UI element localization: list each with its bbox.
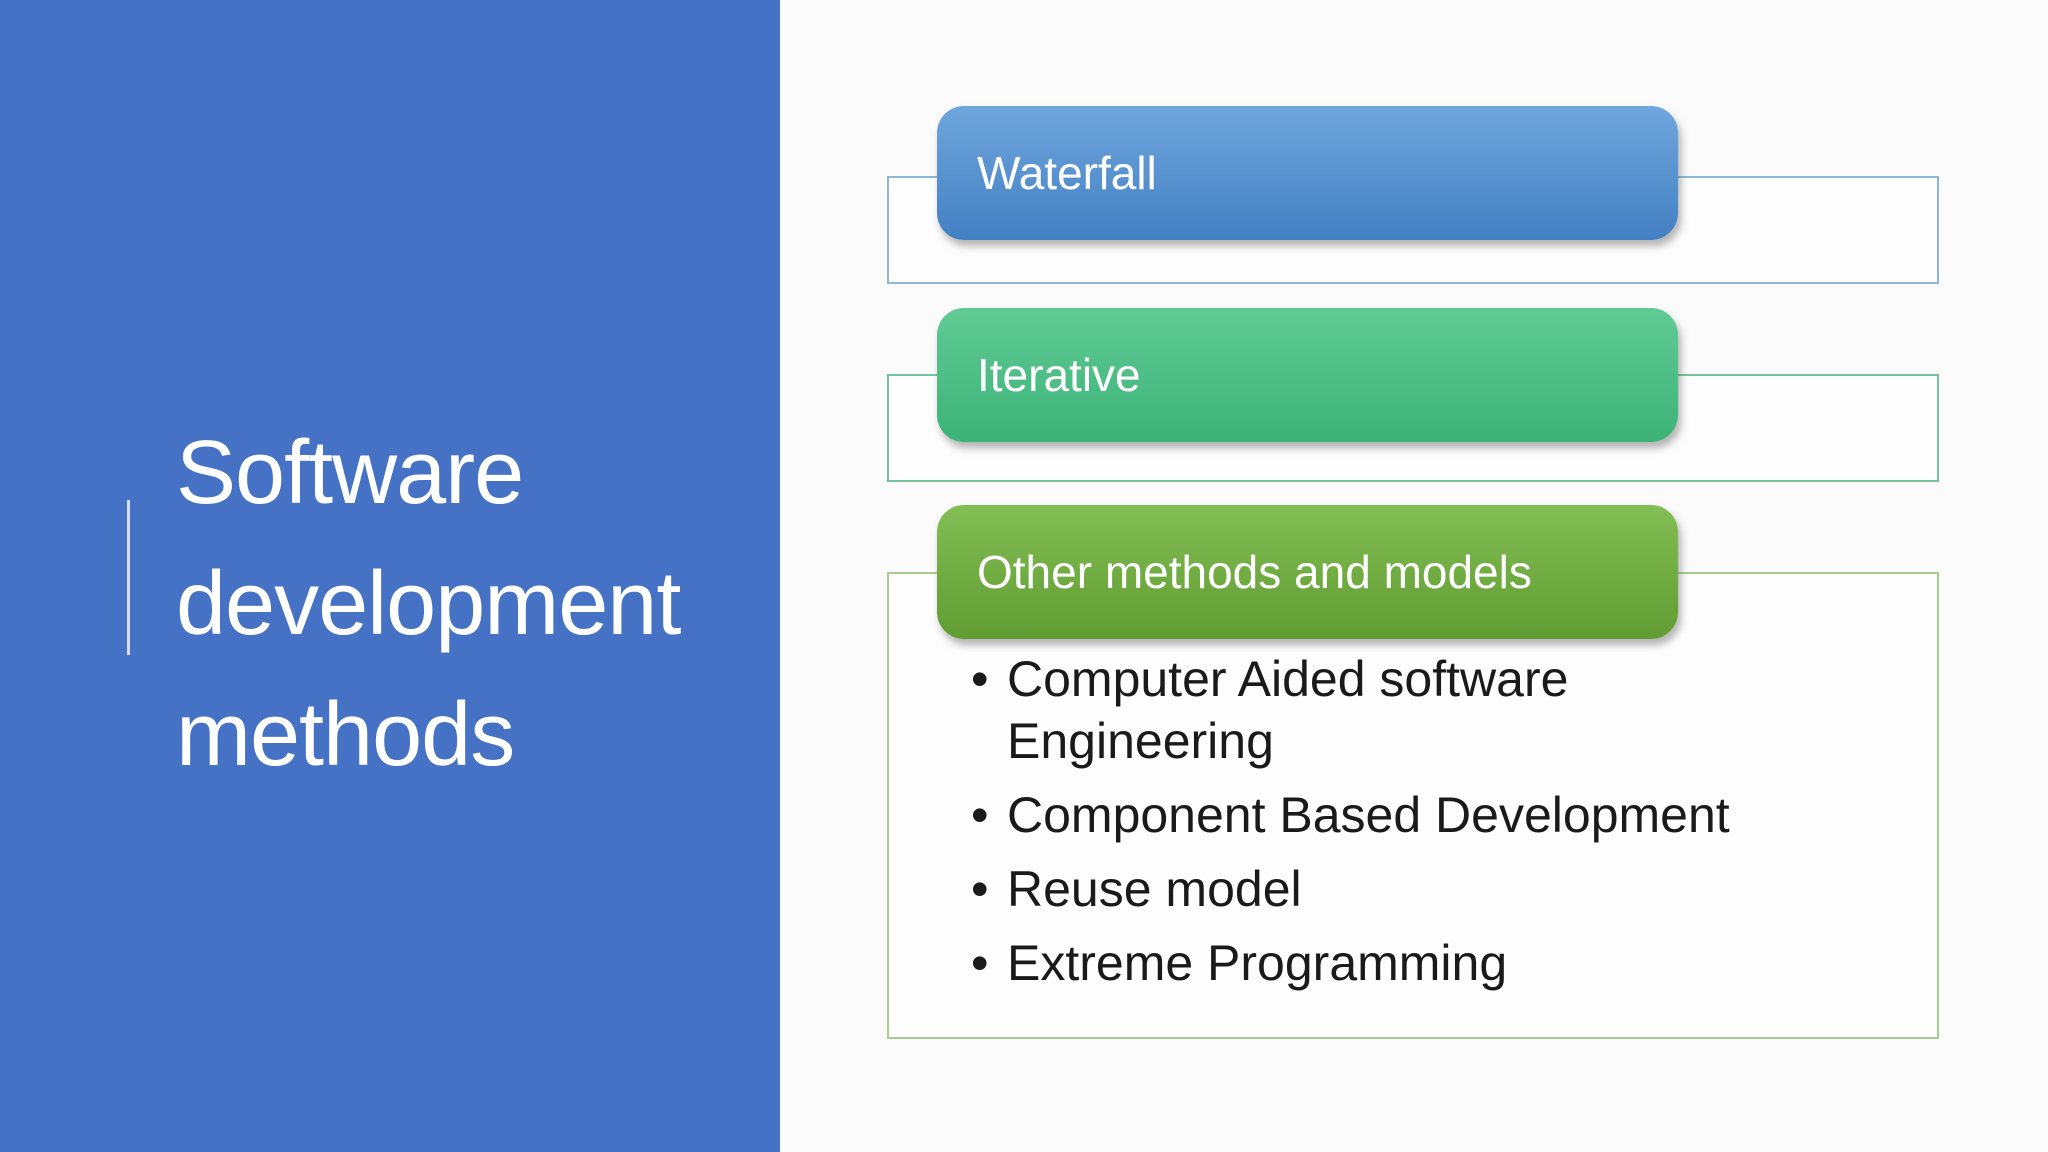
title-panel: Software development methods — [0, 0, 780, 1152]
waterfall-header-box: Waterfall — [937, 106, 1678, 240]
iterative-header-box: Iterative — [937, 308, 1678, 442]
other-methods-bullet-list: Computer Aided software Engineering Comp… — [971, 648, 1797, 1006]
other-methods-header-box: Other methods and models — [937, 505, 1678, 639]
bullet-item: Component Based Development — [971, 784, 1797, 846]
other-methods-label: Other methods and models — [977, 546, 1532, 598]
bullet-item: Computer Aided software Engineering — [971, 648, 1797, 772]
waterfall-label: Waterfall — [977, 147, 1157, 199]
iterative-label: Iterative — [977, 349, 1141, 401]
slide-title: Software development methods — [176, 423, 681, 785]
title-accent-line — [127, 500, 130, 655]
bullet-item: Extreme Programming — [971, 932, 1797, 994]
bullet-item: Reuse model — [971, 858, 1797, 920]
